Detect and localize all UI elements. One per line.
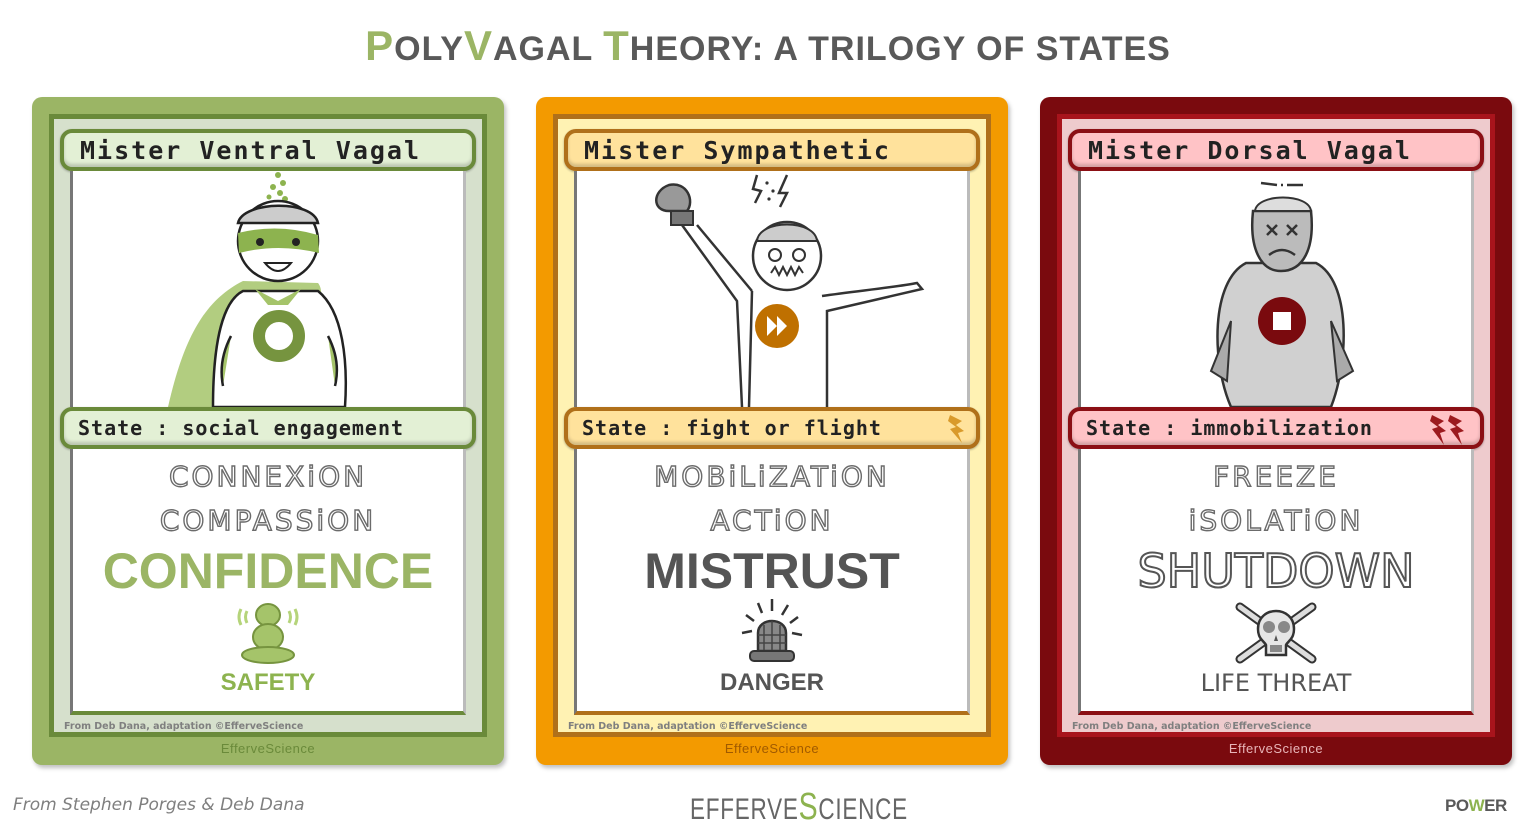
state-words: FREEZE iSOLATiON SHUTDOWN LIFE THREAT bbox=[1078, 449, 1474, 715]
state-word: iSOLATiON bbox=[1188, 503, 1364, 537]
character-illustration bbox=[574, 171, 970, 408]
siren-alarm-icon bbox=[741, 599, 803, 662]
sympathetic-boxer-figure-icon bbox=[655, 174, 925, 408]
state-label: State : immobilization bbox=[1086, 416, 1373, 440]
character-illustration bbox=[70, 171, 466, 409]
card-credit: From Deb Dana, adaptation ©EfferveScienc… bbox=[568, 721, 808, 732]
card-credit: From Deb Dana, adaptation ©EfferveScienc… bbox=[1072, 721, 1312, 732]
card-dorsal-vagal: Mister Dorsal Vagal State : immobilizati… bbox=[1040, 97, 1512, 765]
card-title-bar: Mister Dorsal Vagal bbox=[1068, 129, 1484, 171]
card-title-bar: Mister Sympathetic bbox=[564, 129, 980, 171]
character-illustration bbox=[1078, 171, 1474, 409]
state-label: State : fight or flight bbox=[582, 416, 882, 440]
card-brand: EfferveScience bbox=[220, 741, 316, 756]
state-bar: State : immobilization bbox=[1068, 407, 1484, 449]
source-credit: From Stephen Porges & Deb Dana bbox=[13, 795, 305, 815]
page-title: POLYVAGAL THEORY: A TRILOGY OF STATES bbox=[365, 22, 1171, 69]
state-word: ACTiON bbox=[710, 503, 834, 537]
state-bar: State : social engagement bbox=[60, 407, 476, 449]
card-brand: EfferveScience bbox=[724, 741, 820, 756]
ventral-hero-figure-icon bbox=[168, 172, 348, 409]
card-brand: EfferveScience bbox=[1228, 741, 1324, 756]
state-key-word: SHUTDOWN bbox=[1136, 543, 1415, 599]
state-words: CONNEXiON COMPASSiON CONFIDENCE SAFETY bbox=[70, 449, 466, 715]
state-word: MOBiLiZATiON bbox=[653, 459, 890, 493]
state-tag: LIFE THREAT bbox=[1200, 669, 1352, 697]
state-tag: DANGER bbox=[719, 669, 824, 696]
state-word: COMPASSiON bbox=[159, 503, 377, 537]
card-title-bar: Mister Ventral Vagal bbox=[60, 129, 476, 171]
state-key-word: MISTRUST bbox=[644, 543, 900, 599]
card-credit: From Deb Dana, adaptation ©EfferveScienc… bbox=[64, 721, 304, 732]
card-title: Mister Sympathetic bbox=[584, 135, 891, 165]
card-title: Mister Dorsal Vagal bbox=[1088, 135, 1412, 165]
efferve-science-logo: EFFERVESCIENCE bbox=[690, 786, 908, 828]
state-key-word: CONFIDENCE bbox=[102, 543, 434, 599]
dorsal-frozen-figure-icon bbox=[1209, 181, 1355, 409]
power-logo: POWER bbox=[1445, 796, 1507, 815]
card-ventral-vagal: Mister Ventral Vagal State : social enga… bbox=[32, 97, 504, 765]
state-word: FREEZE bbox=[1212, 459, 1339, 493]
card-sympathetic: Mister Sympathetic State : fight or flig… bbox=[536, 97, 1008, 765]
state-label: State : social engagement bbox=[78, 416, 405, 440]
double-lightning-bolt-icon bbox=[1430, 415, 1464, 445]
meditating-figure-icon bbox=[237, 603, 299, 664]
state-tag: SAFETY bbox=[220, 669, 316, 696]
state-word: CONNEXiON bbox=[168, 459, 368, 493]
skull-crossbones-icon bbox=[1235, 602, 1317, 664]
state-bar: State : fight or flight bbox=[564, 407, 980, 449]
lightning-bolt-icon bbox=[948, 415, 964, 443]
state-words: MOBiLiZATiON ACTiON MISTRUST DANGER bbox=[574, 449, 970, 715]
card-title: Mister Ventral Vagal bbox=[80, 135, 422, 165]
